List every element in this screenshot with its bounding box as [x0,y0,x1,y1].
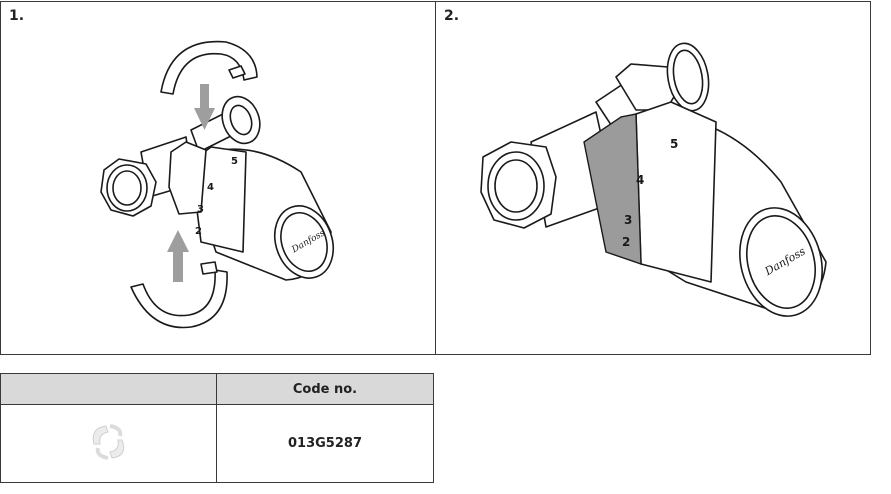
table-header-row: Code no. [0,373,434,405]
clip-thumbnail [92,423,124,460]
step-2-panel: 2. [435,1,871,355]
hex-nut [100,158,157,217]
thermostat-head [168,141,334,281]
scale-mark-5: 5 [670,137,678,151]
header-image [0,373,217,405]
parts-table: Code no. 013G5287 [0,373,434,483]
mounted-clip-band [583,113,642,265]
scale-mark-2: 2 [622,235,630,249]
scale-mark-4: 4 [207,182,214,193]
scale-mark-4: 4 [636,173,644,187]
scale-mark-3: 3 [197,204,204,215]
scale-mark-2: 2 [195,226,202,237]
arrow-up [167,230,189,282]
thermostat-head [620,101,827,317]
table-row: 013G5287 [0,404,434,483]
step-1-number: 1. [9,8,25,24]
step-1-illustration: 2 3 4 5 Danfoss [100,40,334,329]
valve-pipe-stub [190,95,261,153]
hex-nut [480,141,557,229]
step-2-number: 2. [444,8,460,24]
scale-mark-3: 3 [624,213,632,227]
upper-clip-half [160,40,258,95]
step-2-illustration: 2 3 4 5 Danfoss [480,42,827,317]
header-code-no: Code no. [216,373,434,405]
part-code-cell: 013G5287 [216,404,434,483]
part-image-cell [0,404,217,483]
arrow-down [194,84,215,130]
lower-clip-half [130,261,228,329]
step-1-panel: 1. [0,1,436,355]
scale-mark-5: 5 [231,156,238,167]
